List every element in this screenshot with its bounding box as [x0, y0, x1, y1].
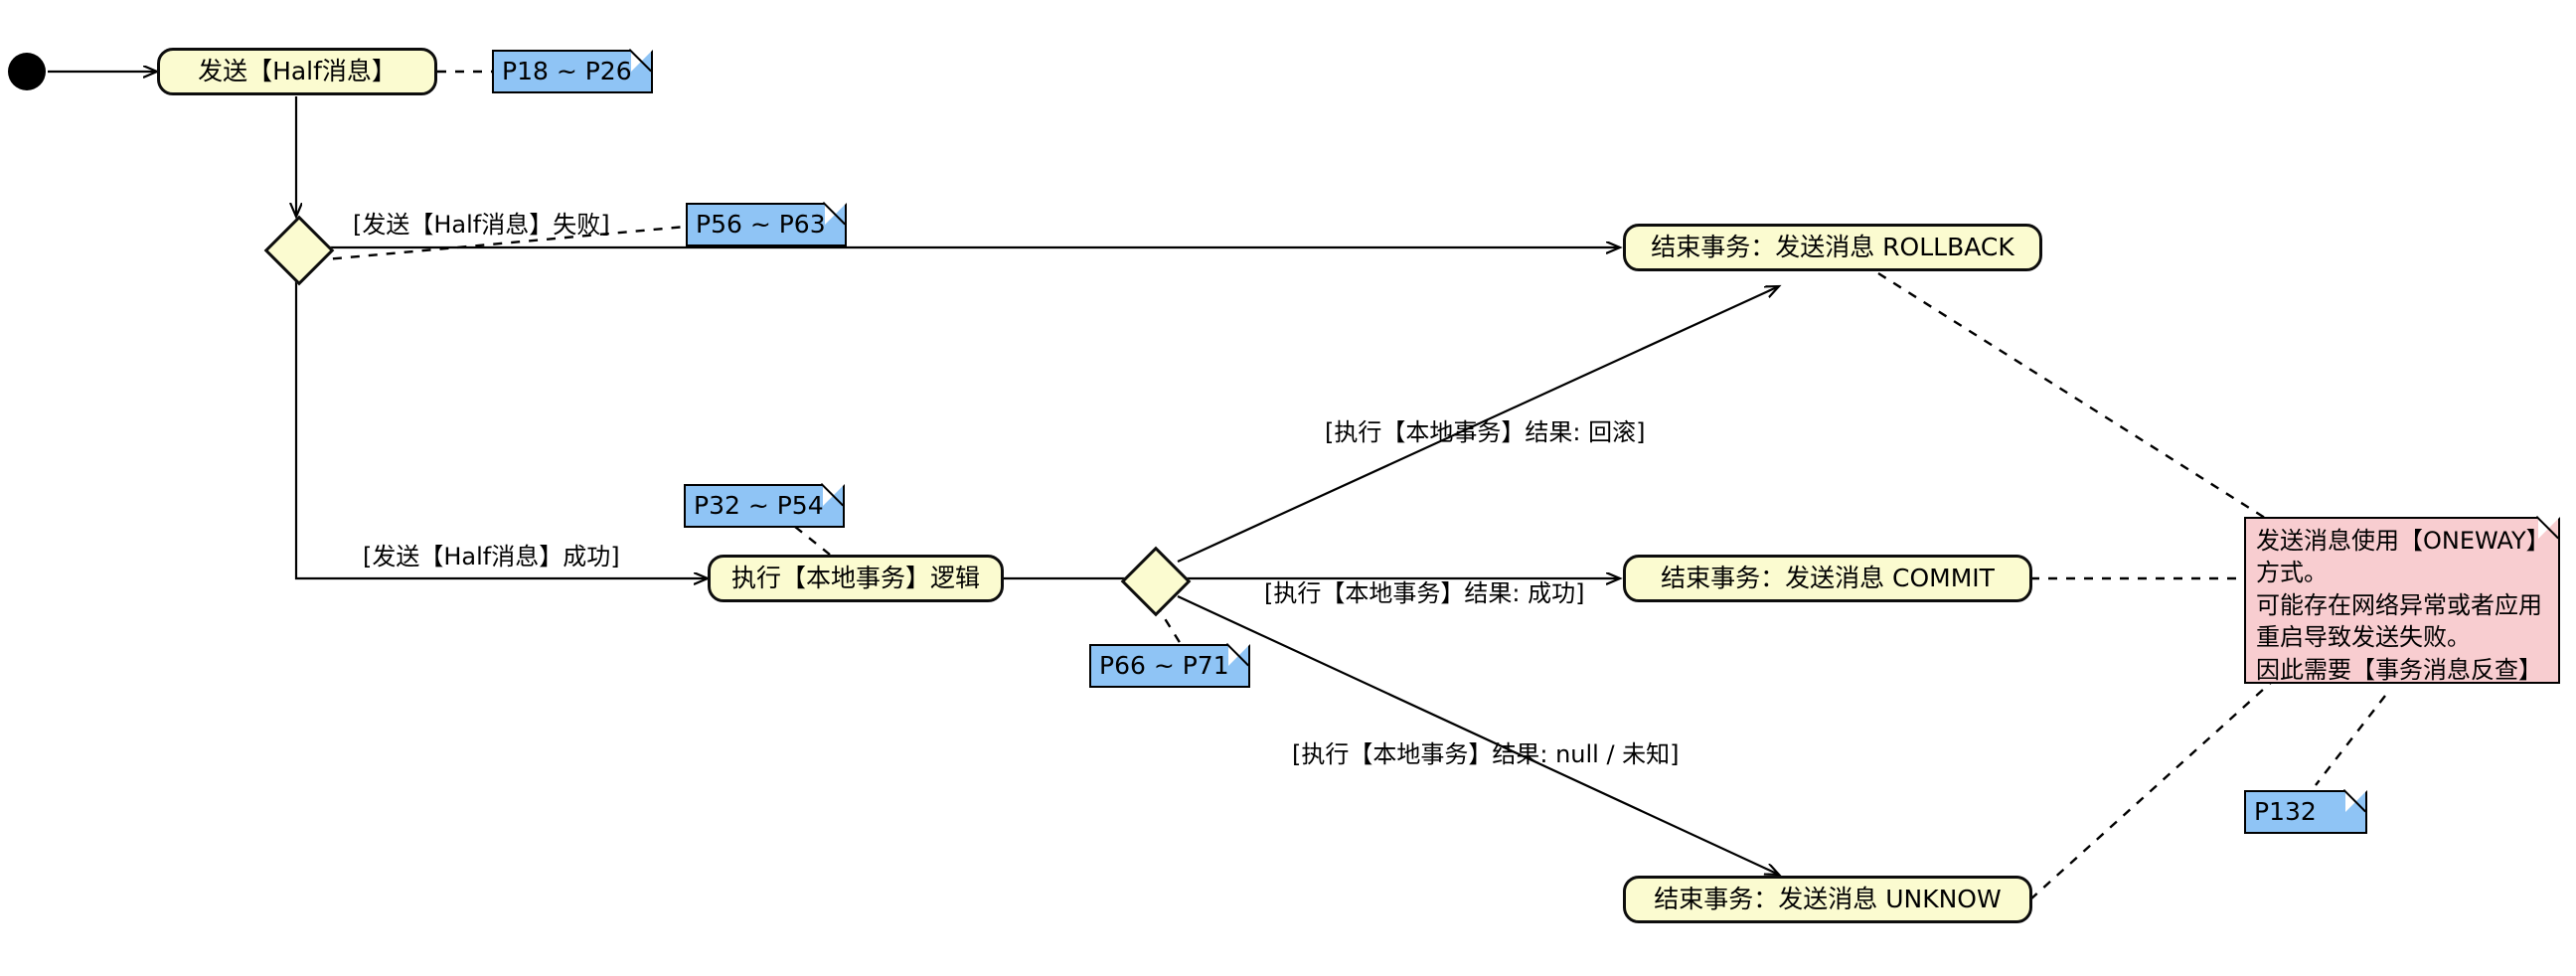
note-fold-corner-icon: [2538, 517, 2560, 539]
activity-end-commit[interactable]: 结束事务：发送消息 COMMIT: [1623, 555, 2032, 602]
edge-label-local-success: [执行【本地事务】结果: 成功]: [1264, 579, 1585, 607]
note-fold-corner-icon: [1228, 644, 1250, 666]
start-node: [8, 53, 46, 90]
note-fold-corner-icon: [2345, 790, 2367, 812]
activity-end-commit-label: 结束事务：发送消息 COMMIT: [1661, 564, 1995, 593]
decision-half-result: [263, 215, 335, 286]
activity-send-half-message-label: 发送【Half消息】: [198, 57, 397, 86]
edge-label-local-unknown: [执行【本地事务】结果: null / 未知]: [1292, 740, 1680, 768]
note-oneway-line-5: 因此需要【事务消息反查】: [2256, 655, 2542, 684]
note-oneway-line-4: 重启导致发送失败。: [2256, 623, 2471, 652]
note-p66-p71-text: P66 ~ P71: [1099, 650, 1229, 680]
note-oneway-line-2: 方式。: [2256, 559, 2328, 587]
note-p18-p26: P18 ~ P26: [492, 50, 653, 93]
note-oneway-line-3: 可能存在网络异常或者应用: [2256, 590, 2542, 619]
activity-end-unknow-label: 结束事务：发送消息 UNKNOW: [1654, 885, 2002, 914]
activity-execute-local-transaction[interactable]: 执行【本地事务】逻辑: [708, 555, 1004, 602]
note-oneway-line-1: 发送消息使用【ONEWAY】: [2256, 527, 2550, 555]
edge-label-local-rollback: [执行【本地事务】结果: 回滚]: [1325, 418, 1646, 446]
activity-end-rollback[interactable]: 结束事务：发送消息 ROLLBACK: [1623, 224, 2042, 271]
note-p56-p63: P56 ~ P63: [686, 203, 847, 246]
note-p18-p26-text: P18 ~ P26: [502, 56, 632, 85]
note-fold-corner-icon: [631, 50, 653, 72]
activity-send-half-message[interactable]: 发送【Half消息】: [157, 48, 437, 95]
note-fold-corner-icon: [825, 203, 847, 225]
activity-execute-local-transaction-label: 执行【本地事务】逻辑: [731, 564, 981, 593]
activity-end-rollback-label: 结束事务：发送消息 ROLLBACK: [1651, 233, 2014, 262]
edge-label-half-success: [发送【Half消息】成功]: [363, 543, 620, 570]
note-fold-corner-icon: [823, 484, 845, 506]
note-p66-p71: P66 ~ P71: [1089, 644, 1250, 688]
note-p132: P132: [2244, 790, 2367, 834]
note-p32-p54-text: P32 ~ P54: [694, 490, 824, 520]
note-oneway-warning: 发送消息使用【ONEWAY】 方式。 可能存在网络异常或者应用 重启导致发送失败…: [2244, 517, 2560, 684]
note-p132-text: P132: [2254, 796, 2317, 826]
decision-local-tx-result: [1120, 546, 1192, 617]
note-p56-p63-text: P56 ~ P63: [696, 209, 826, 239]
activity-end-unknow[interactable]: 结束事务：发送消息 UNKNOW: [1623, 876, 2032, 923]
edge-label-half-fail: [发送【Half消息】失败]: [353, 211, 610, 239]
note-p32-p54: P32 ~ P54: [684, 484, 845, 528]
